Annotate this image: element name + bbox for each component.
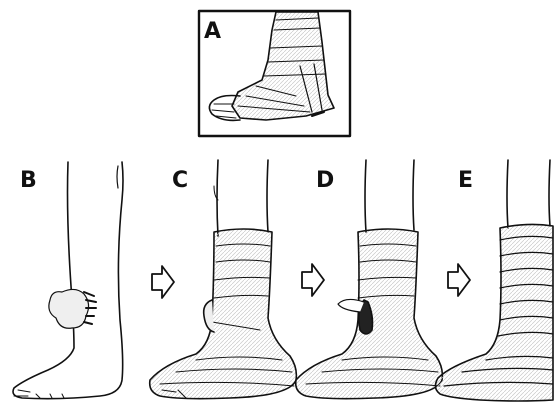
panel-b: B bbox=[13, 162, 123, 399]
panel-e-cast bbox=[435, 224, 553, 401]
right-arrow-icon bbox=[302, 264, 324, 296]
panel-c-cast bbox=[150, 229, 297, 399]
panel-c-label: C bbox=[172, 168, 188, 193]
right-arrow-icon bbox=[152, 266, 174, 298]
panel-b-label: B bbox=[20, 168, 37, 193]
panel-a-label: A bbox=[204, 19, 221, 44]
panel-b-padding bbox=[49, 289, 89, 328]
right-arrow-icon bbox=[448, 264, 470, 296]
panel-b-leg bbox=[13, 162, 123, 399]
panel-d-label: D bbox=[316, 168, 334, 193]
panel-a: A bbox=[199, 11, 350, 136]
panel-e-label: E bbox=[458, 168, 473, 193]
